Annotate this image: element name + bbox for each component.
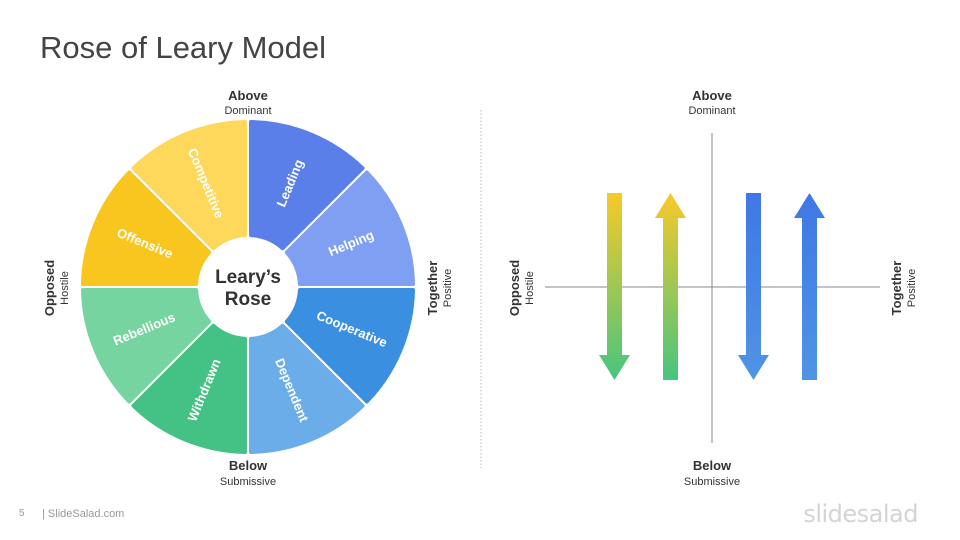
page-number: 5 bbox=[19, 508, 25, 519]
rose-center-subtitle: Rose bbox=[225, 289, 271, 310]
rose-segment-withdrawn bbox=[131, 323, 247, 454]
rose-segment-cooperative bbox=[284, 288, 415, 404]
arrow-up-icon-blue bbox=[794, 193, 825, 380]
arrow-down-icon-blue bbox=[738, 193, 769, 380]
rose-left-sublabel: Hostile bbox=[59, 271, 71, 305]
axes-left-label: Opposed bbox=[507, 260, 522, 316]
arrow-down-icon-yellow-green bbox=[599, 193, 630, 380]
rose-bottom-label: Below bbox=[229, 458, 268, 473]
rose-segment-helping bbox=[284, 170, 415, 286]
rose-left-label: Opposed bbox=[42, 260, 57, 316]
axes-left-sublabel: Hostile bbox=[524, 271, 536, 305]
brand-logo: slidesalad bbox=[803, 500, 918, 528]
axes-right-label: Together bbox=[889, 261, 904, 316]
rose-wheel: LeadingHelpingCooperativeDependentWithdr… bbox=[81, 120, 415, 454]
rose-right-sublabel: Positive bbox=[442, 269, 454, 308]
rose-segment-rebellious bbox=[81, 288, 212, 404]
rose-segment-dependent bbox=[249, 323, 365, 454]
rose-top-sublabel: Dominant bbox=[224, 105, 271, 117]
rose-center-circle bbox=[203, 242, 293, 332]
rose-center-title: Leary’s bbox=[215, 267, 281, 288]
axes-right-sublabel: Positive bbox=[906, 269, 918, 308]
slide-title: Rose of Leary Model bbox=[40, 30, 327, 65]
rose-segment-offensive bbox=[81, 170, 212, 286]
footer-site: | SlideSalad.com bbox=[42, 508, 125, 520]
axes-top-label: Above bbox=[692, 88, 732, 103]
rose-right-label: Together bbox=[425, 261, 440, 316]
axes-top-sublabel: Dominant bbox=[688, 105, 735, 117]
axes-bottom-sublabel: Submissive bbox=[684, 476, 740, 488]
axes-diagram: Above Dominant Below Submissive Opposed … bbox=[507, 88, 918, 488]
rose-segment-competitive bbox=[131, 120, 247, 251]
rose-segment-leading bbox=[249, 120, 365, 251]
arrow-up-icon-yellow-green bbox=[655, 193, 686, 380]
axes-bottom-label: Below bbox=[693, 458, 732, 473]
rose-top-label: Above bbox=[228, 88, 268, 103]
rose-bottom-sublabel: Submissive bbox=[220, 476, 276, 488]
rose-axis-labels: Above Dominant Below Submissive Opposed … bbox=[42, 88, 454, 488]
rose-segments bbox=[81, 120, 415, 454]
